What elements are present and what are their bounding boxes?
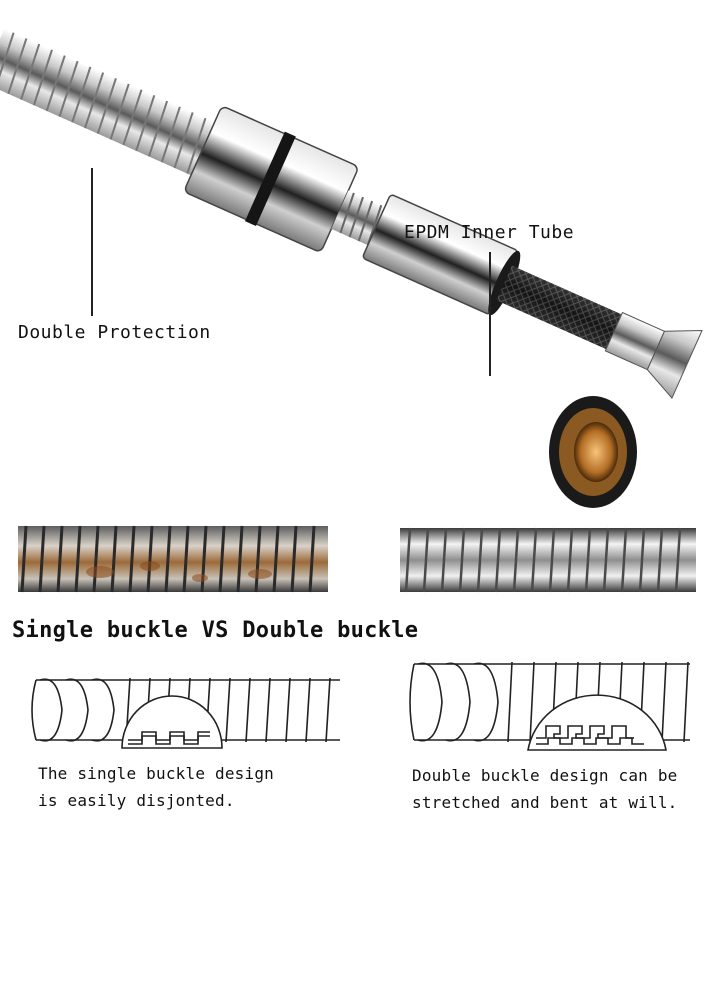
double-buckle-diagram: [409, 661, 690, 751]
end-fitting: [604, 311, 703, 400]
clean-hose-strip: [400, 527, 696, 593]
hose-assembly: [0, 28, 703, 400]
double-caption-line1: Double buckle design can be: [412, 766, 678, 785]
epdm-inner-tube-label: EPDM Inner Tube: [404, 222, 575, 243]
brass-washer: [549, 396, 637, 508]
single-buckle-diagram: [31, 677, 340, 749]
epdm-braided-tube: [496, 265, 622, 350]
double-caption-line2: stretched and bent at will.: [412, 793, 678, 812]
spiral-hose-mid: [331, 190, 385, 246]
comparison-heading: Single buckle VS Double buckle: [12, 618, 419, 643]
rusty-hose-strip: [18, 525, 328, 593]
single-caption-line2: is easily disjonted.: [38, 791, 235, 810]
double-buckle-caption: Double buckle design can be stretched an…: [412, 762, 678, 816]
double-protection-label: Double Protection: [18, 322, 211, 343]
spiral-hose-left: [0, 28, 215, 176]
single-buckle-caption: The single buckle design is easily disjo…: [38, 760, 274, 814]
single-caption-line1: The single buckle design: [38, 764, 274, 783]
